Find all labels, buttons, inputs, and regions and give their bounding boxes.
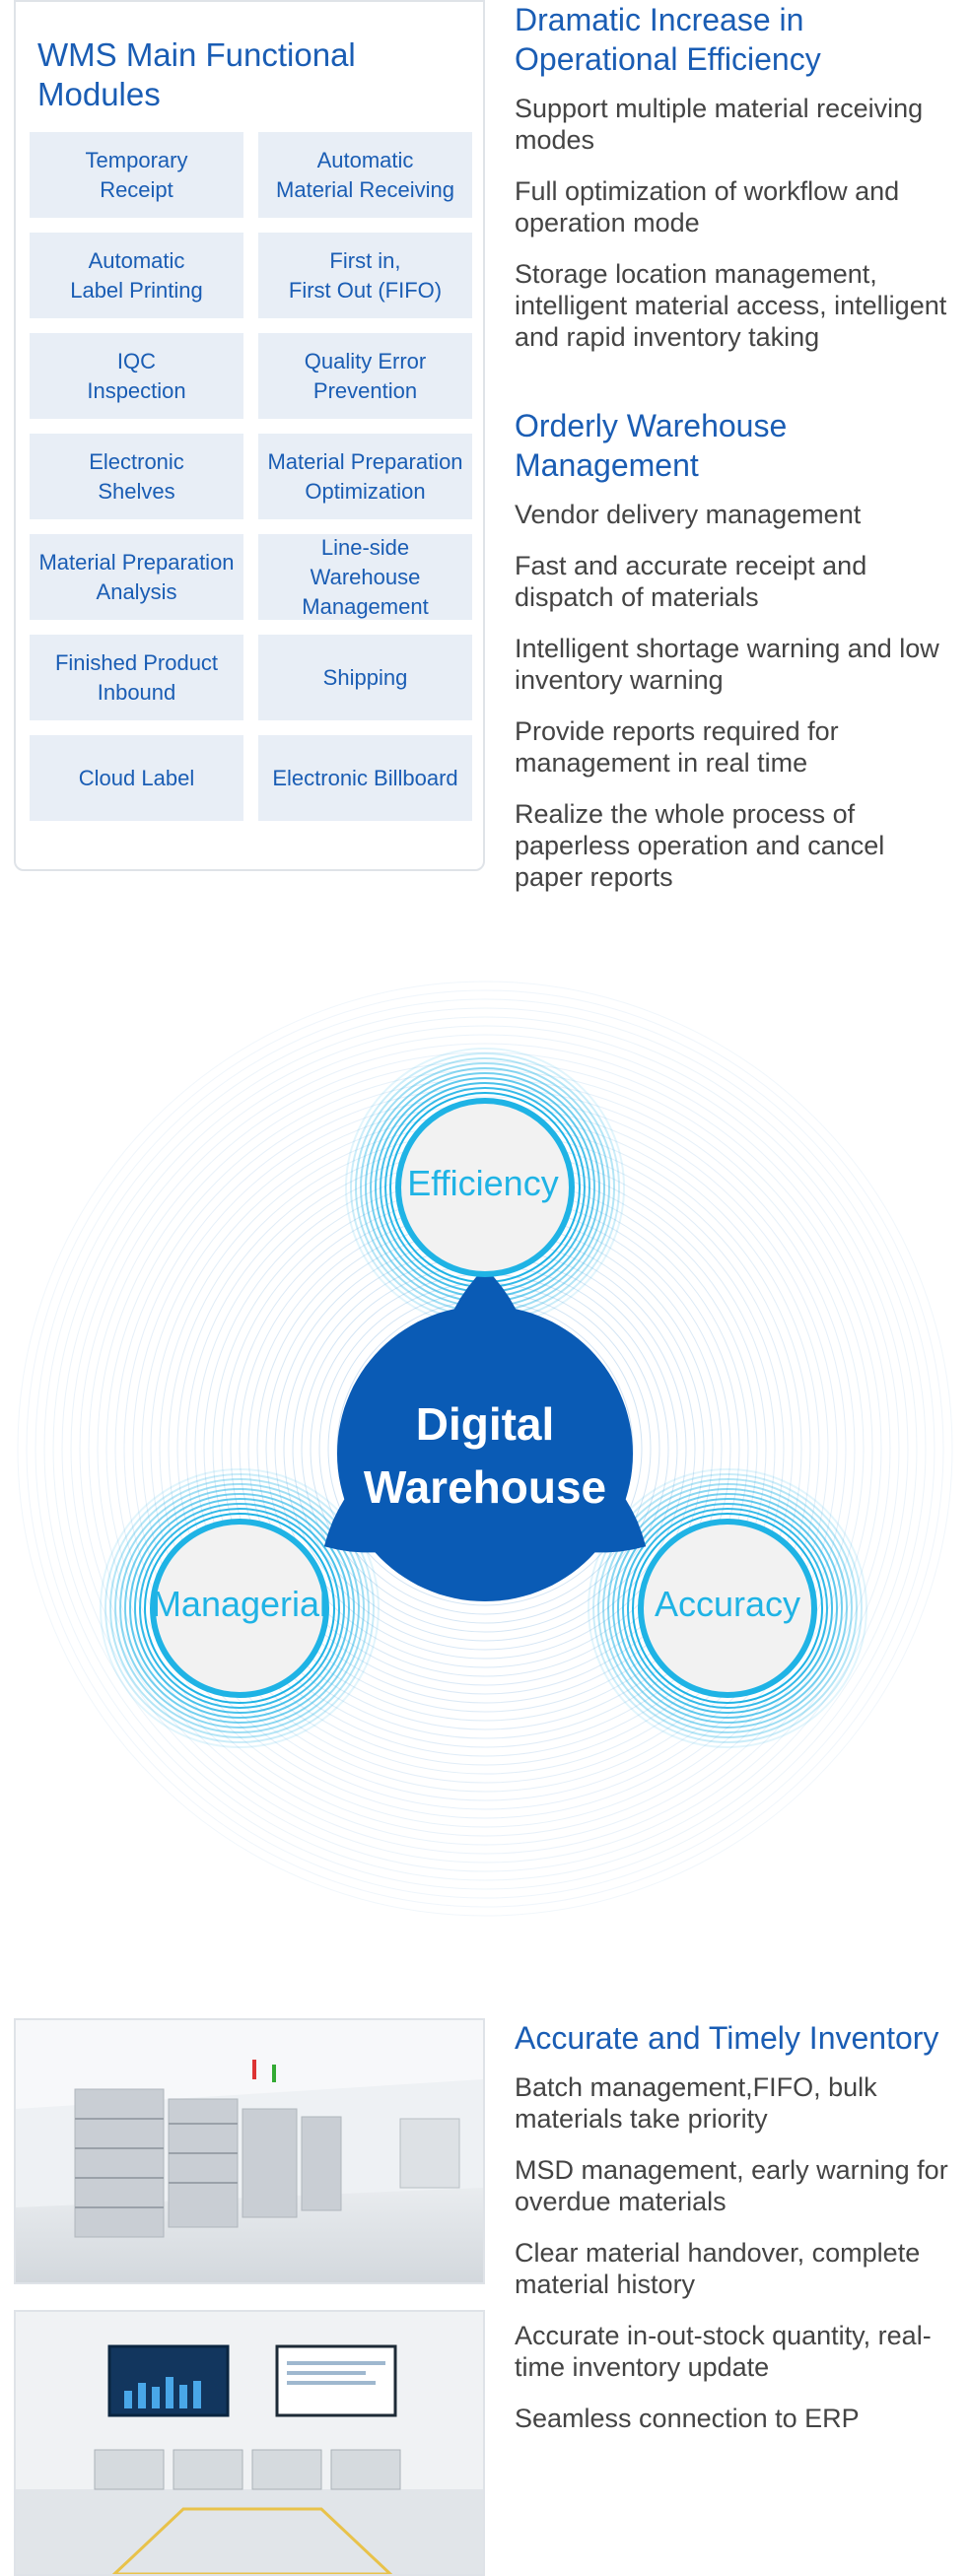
- node-glow-ring: [607, 1488, 848, 1729]
- list-item: Clear material handover, complete materi…: [515, 2238, 921, 2299]
- node-glow-ring: [119, 1488, 360, 1729]
- list-item: Accurate in-out-stock quantity, real-tim…: [515, 2321, 932, 2382]
- ripple-ring: [105, 1069, 865, 1828]
- inventory-list: Batch management,FIFO, bulk materials ta…: [515, 2071, 958, 2434]
- management-block: Orderly Warehouse Management Vendor deli…: [515, 406, 958, 893]
- module-shipping[interactable]: Shipping: [258, 635, 472, 720]
- list-item: Realize the whole process of paperless o…: [515, 799, 885, 892]
- module-cloud-label[interactable]: Cloud Label: [30, 735, 243, 821]
- module-electronic-billboard[interactable]: Electronic Billboard: [258, 735, 472, 821]
- list-item: MSD management, early warning for overdu…: [515, 2155, 948, 2216]
- efficiency-list: Support multiple material receiving mode…: [515, 93, 958, 353]
- node-glow-ring: [617, 1498, 838, 1719]
- module-temporary-receipt[interactable]: Temporary Receipt: [30, 132, 243, 218]
- ripple-ring: [26, 989, 944, 1908]
- node-glow-ring: [129, 1498, 350, 1719]
- node-efficiency-label: Efficiency: [407, 1163, 559, 1203]
- module-electronic-shelves[interactable]: Electronic Shelves: [30, 434, 243, 519]
- list-item: Intelligent shortage warning and low inv…: [515, 634, 939, 695]
- node-glow-ring: [124, 1493, 355, 1724]
- module-quality-error-prevention[interactable]: Quality Error Prevention: [258, 333, 472, 419]
- ripple-ring: [17, 981, 953, 1917]
- node-glow-ring: [114, 1483, 365, 1733]
- node-accuracy-label: Accuracy: [654, 1584, 801, 1624]
- control-room-photo: [14, 2310, 485, 2576]
- management-list: Vendor delivery management Fast and accu…: [515, 499, 958, 893]
- ripple-ring: [79, 1043, 891, 1855]
- module-automatic-label-printing[interactable]: Automatic Label Printing: [30, 233, 243, 318]
- list-item: Seamless connection to ERP: [515, 2404, 860, 2433]
- list-item: Support multiple material receiving mode…: [515, 94, 924, 155]
- node-glow-ring: [134, 1503, 345, 1714]
- node-glow-ring: [588, 1468, 867, 1748]
- control-room-illustration: [16, 2312, 483, 2574]
- node-glow-ring: [612, 1493, 843, 1724]
- efficiency-heading: Dramatic Increase in Operational Efficie…: [515, 2, 821, 77]
- ripple-ring: [114, 1078, 856, 1819]
- module-iqc-inspection[interactable]: IQC Inspection: [30, 333, 243, 419]
- modules-title: WMS Main Functional Modules: [37, 36, 356, 112]
- list-item: Provide reports required for management …: [515, 716, 839, 778]
- list-item: Batch management,FIFO, bulk materials ta…: [515, 2072, 877, 2134]
- node-glow-ring: [622, 1503, 833, 1714]
- module-line-side-warehouse-management[interactable]: Line-side Warehouse Management: [258, 534, 472, 620]
- node-glow-ring: [632, 1513, 823, 1704]
- node-glow-ring: [627, 1508, 828, 1709]
- node-glow-ring: [104, 1473, 375, 1743]
- node-glow-ring: [597, 1478, 858, 1738]
- module-material-preparation-analysis[interactable]: Material Preparation Analysis: [30, 534, 243, 620]
- node-glow-ring: [592, 1473, 863, 1743]
- module-material-preparation-optimization[interactable]: Material Preparation Optimization: [258, 434, 472, 519]
- list-item: Full optimization of workflow and operat…: [515, 176, 900, 237]
- ripple-ring: [88, 1051, 882, 1846]
- node-glow-ring: [109, 1478, 370, 1738]
- module-fifo[interactable]: First in, First Out (FIFO): [258, 233, 472, 318]
- list-item: Storage location management, intelligent…: [515, 259, 947, 352]
- diagram-graphic: [17, 981, 953, 1917]
- ripple-ring: [43, 1007, 927, 1890]
- node-glow-ring: [602, 1483, 853, 1733]
- modules-panel: WMS Main Functional Modules Temporary Re…: [14, 0, 485, 871]
- center-hub-label: Digital Warehouse: [337, 1392, 633, 1519]
- center-line-2: Warehouse: [363, 1461, 607, 1513]
- warehouse-shelves-illustration: [16, 2020, 483, 2282]
- module-finished-product-inbound[interactable]: Finished Product Inbound: [30, 635, 243, 720]
- node-managerial-label: Managerial: [151, 1584, 328, 1624]
- module-automatic-material-receiving[interactable]: Automatic Material Receiving: [258, 132, 472, 218]
- module-grid: Temporary Receipt Automatic Material Rec…: [30, 132, 473, 821]
- center-hub-shape: [323, 1267, 647, 1601]
- ripple-ring: [52, 1016, 918, 1881]
- ripple-ring: [97, 1060, 873, 1837]
- inventory-heading: Accurate and Timely Inventory: [515, 2020, 939, 2056]
- efficiency-block: Dramatic Increase in Operational Efficie…: [515, 0, 958, 353]
- inventory-block: Accurate and Timely Inventory Batch mana…: [515, 2018, 958, 2434]
- node-glow-ring: [139, 1508, 340, 1709]
- ripple-ring: [35, 998, 935, 1899]
- node-glow-ring: [144, 1513, 335, 1704]
- management-heading: Orderly Warehouse Management: [515, 408, 788, 483]
- ripple-ring: [61, 1025, 909, 1872]
- digital-warehouse-diagram: Efficiency Managerial Accuracy Digital W…: [0, 976, 970, 1922]
- list-item: Fast and accurate receipt and dispatch o…: [515, 551, 867, 612]
- ripple-ring: [70, 1034, 900, 1864]
- accuracy-node-circle: [638, 1519, 817, 1698]
- ripple-ring: [132, 1096, 838, 1801]
- warehouse-shelves-photo: [14, 2018, 485, 2284]
- list-item: Vendor delivery management: [515, 500, 862, 529]
- efficiency-node-circle: [395, 1098, 575, 1277]
- managerial-node-circle: [150, 1519, 329, 1698]
- center-line-1: Digital: [415, 1398, 555, 1450]
- node-glow-ring: [100, 1468, 380, 1748]
